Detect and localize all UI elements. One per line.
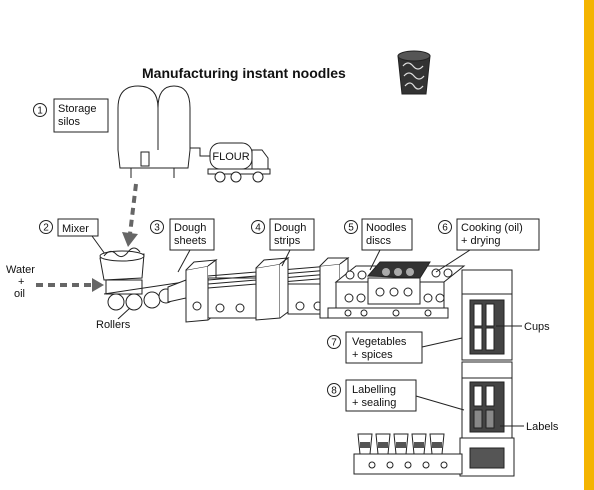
svg-text:FLOUR: FLOUR xyxy=(212,151,249,163)
step-1-label: 1 Storage silos xyxy=(34,99,109,132)
step-7-label: 7 Vegetables + spices xyxy=(328,332,423,363)
finished-cups xyxy=(358,434,444,454)
svg-text:5: 5 xyxy=(348,223,354,234)
svg-text:Labelling: Labelling xyxy=(352,384,396,396)
svg-text:Labels: Labels xyxy=(526,421,559,433)
svg-text:Dough: Dough xyxy=(174,222,206,234)
svg-text:oil: oil xyxy=(14,288,25,300)
svg-text:Dough: Dough xyxy=(274,222,306,234)
svg-text:+ sealing: + sealing xyxy=(352,397,396,409)
svg-text:strips: strips xyxy=(274,235,301,247)
mixer xyxy=(100,248,144,294)
svg-text:+ drying: + drying xyxy=(461,235,500,247)
svg-text:7: 7 xyxy=(331,338,337,349)
svg-text:1: 1 xyxy=(37,106,43,117)
svg-text:Noodles: Noodles xyxy=(366,222,407,234)
output-conveyor xyxy=(354,454,462,474)
svg-text:4: 4 xyxy=(255,223,261,234)
svg-text:2: 2 xyxy=(43,223,49,234)
svg-text:discs: discs xyxy=(366,235,392,247)
step-8-label: 8 Labelling + sealing xyxy=(328,380,417,411)
svg-text:Water: Water xyxy=(6,264,35,276)
svg-text:Storage: Storage xyxy=(58,103,97,115)
cup-filling-machine xyxy=(462,270,512,360)
svg-text:silos: silos xyxy=(58,116,81,128)
svg-text:6: 6 xyxy=(442,223,448,234)
svg-text:Cooking (oil): Cooking (oil) xyxy=(461,222,523,234)
svg-text:8: 8 xyxy=(331,386,337,397)
step-6-label: 6 Cooking (oil) + drying xyxy=(439,219,540,250)
dough-sheet-conveyor xyxy=(168,258,348,322)
step-5-label: 5 Noodles discs xyxy=(345,219,413,250)
water-oil-input: Water + oil xyxy=(6,264,104,300)
flour-flow-arrow xyxy=(122,184,138,247)
diagram-title: Manufacturing instant noodles xyxy=(142,65,346,81)
svg-text:Mixer: Mixer xyxy=(62,223,89,235)
flour-truck: FLOUR xyxy=(208,143,270,182)
labelling-sealing-machine xyxy=(460,362,514,476)
storage-silos xyxy=(118,86,210,178)
step-4-label: 4 Dough strips xyxy=(252,219,315,250)
svg-text:Cups: Cups xyxy=(524,321,550,333)
rollers-label: Rollers xyxy=(96,319,131,331)
noodle-cup-icon xyxy=(398,51,430,94)
step-2-label: 2 Mixer xyxy=(40,219,99,236)
svg-text:+: + xyxy=(18,276,24,288)
svg-text:+ spices: + spices xyxy=(352,349,393,361)
svg-text:sheets: sheets xyxy=(174,235,207,247)
svg-text:3: 3 xyxy=(154,223,160,234)
svg-text:Vegetables: Vegetables xyxy=(352,336,407,348)
step-3-label: 3 Dough sheets xyxy=(151,219,215,250)
